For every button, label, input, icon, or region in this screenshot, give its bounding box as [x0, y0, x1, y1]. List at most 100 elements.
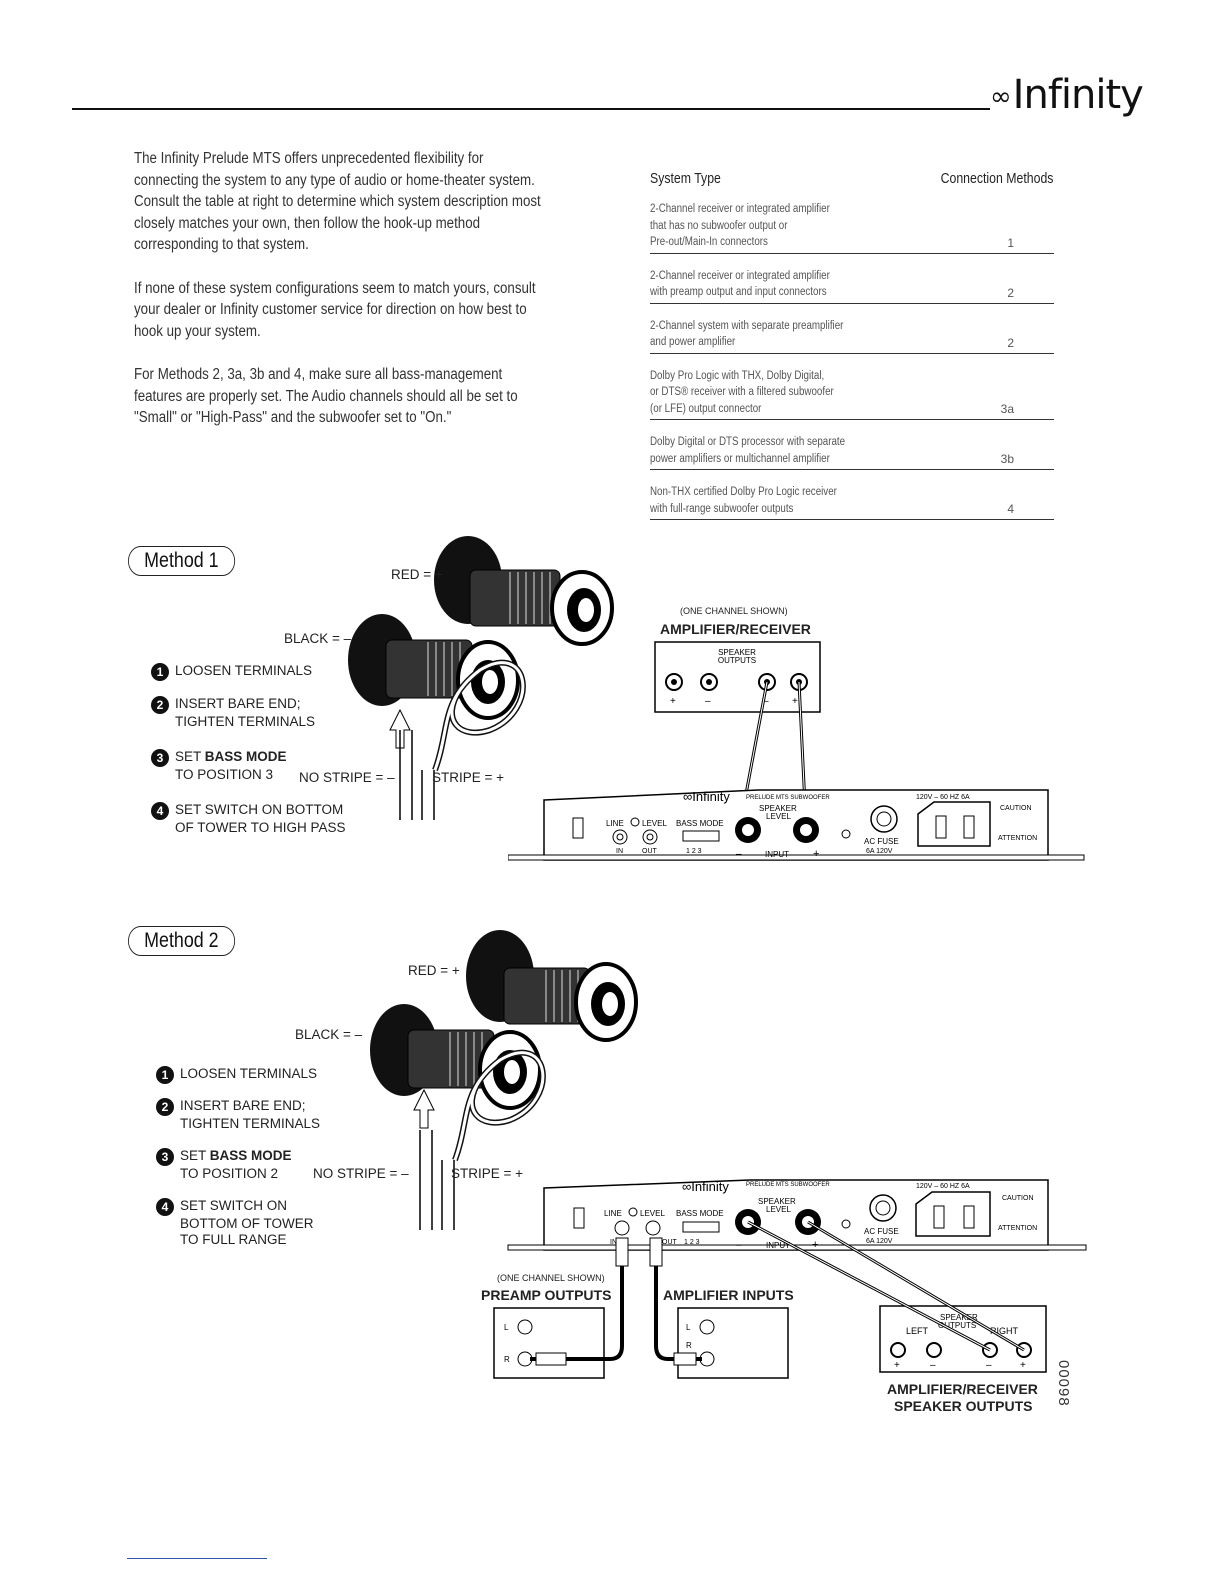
connection-method: 4	[1007, 502, 1014, 516]
intro-paragraph-1: The Infinity Prelude MTS offers unpreced…	[134, 150, 541, 253]
svg-text:+: +	[670, 696, 676, 707]
svg-text:R: R	[686, 1341, 692, 1350]
svg-text:120V – 60 HZ 6A: 120V – 60 HZ 6A	[916, 794, 970, 801]
amplifier-receiver-title: AMPLIFIER/RECEIVER	[660, 621, 811, 637]
speaker-outputs-label: SPEAKER	[718, 648, 756, 657]
step-number-3: 3	[151, 749, 169, 767]
red-plus-label: RED = +	[408, 963, 460, 978]
no-stripe-label: NO STRIPE = –	[313, 1166, 409, 1181]
svg-text:LEVEL: LEVEL	[642, 819, 667, 828]
table-header: System Type Connection Methods	[650, 170, 1053, 187]
system-description: Non-THX certified Dolby Pro Logic receiv…	[650, 486, 837, 515]
svg-text:L: L	[686, 1323, 691, 1332]
svg-text:PRELUDE MTS SUBWOOFER: PRELUDE MTS SUBWOOFER	[746, 795, 830, 801]
method-1-amp-and-sub-diagram: SPEAKER OUTPUTS +– –+ ∞Infinity PRELUDE …	[508, 641, 1085, 861]
speaker-outputs-title: SPEAKER OUTPUTS	[894, 1398, 1033, 1414]
step-text-cont: TO FULL RANGE	[180, 1232, 287, 1247]
method-1-step-1: 1 LOOSEN TERMINALS	[151, 663, 312, 681]
svg-text:–: –	[736, 849, 742, 860]
infinity-logo-icon: ∞	[990, 82, 1012, 112]
svg-text:IN: IN	[616, 848, 623, 855]
method-2-step-2: 2 INSERT BARE END; TIGHTEN TERMINALS	[156, 1098, 320, 1132]
header-rule	[72, 108, 990, 110]
svg-text:SPEAKER: SPEAKER	[940, 1313, 978, 1322]
brand-name: Infinity	[1012, 72, 1144, 118]
method-2-step-3: 3 SET BASS MODE TO POSITION 2	[156, 1148, 292, 1182]
brand-logo: ∞Infinity	[990, 72, 1144, 118]
step-text-cont: TO POSITION 2	[180, 1166, 279, 1181]
table-row: 2-Channel receiver or integrated amplifi…	[650, 197, 1054, 254]
left-label: LEFT	[906, 1326, 929, 1336]
svg-text:–: –	[763, 696, 769, 707]
step-text: SET SWITCH ON BOTTOM	[175, 802, 344, 817]
table-row: 2-Channel receiver or integrated amplifi…	[650, 264, 1054, 304]
col-system-type: System Type	[650, 170, 721, 187]
step-text: INSERT BARE END;	[180, 1098, 306, 1113]
svg-text:+: +	[792, 696, 798, 707]
connection-method: 2	[1007, 285, 1014, 300]
speaker-cable	[419, 1130, 455, 1230]
step-number-1: 1	[151, 663, 169, 681]
svg-text:120V – 60 HZ 6A: 120V – 60 HZ 6A	[916, 1183, 970, 1190]
table-rows: 2-Channel receiver or integrated amplifi…	[650, 197, 1054, 520]
connection-method: 3b	[1000, 452, 1014, 466]
svg-text:1 2 3: 1 2 3	[684, 1239, 700, 1246]
table-row: 2-Channel system with separate preamplif…	[650, 314, 1054, 354]
svg-text:INPUT: INPUT	[766, 1241, 790, 1250]
svg-text:AC FUSE: AC FUSE	[864, 1227, 899, 1236]
svg-text:+: +	[894, 1360, 900, 1371]
step-number-2: 2	[156, 1098, 174, 1116]
one-channel-note: (ONE CHANNEL SHOWN)	[497, 1273, 605, 1283]
black-terminal	[370, 1004, 542, 1110]
col-connection-methods: Connection Methods	[940, 170, 1054, 187]
svg-text:BASS MODE: BASS MODE	[676, 1209, 724, 1218]
svg-text:–: –	[986, 1360, 992, 1371]
step-text-cont: TO POSITION 3	[175, 767, 274, 782]
system-type-table: System Type Connection Methods 2-Channel…	[650, 170, 1054, 530]
svg-text:–: –	[736, 1240, 742, 1251]
svg-text:LEVEL: LEVEL	[640, 1209, 665, 1218]
step-number-3: 3	[156, 1148, 174, 1166]
svg-text:1 2 3: 1 2 3	[686, 848, 702, 855]
svg-text:CAUTION: CAUTION	[1002, 1195, 1034, 1202]
svg-text:ATTENTION: ATTENTION	[998, 835, 1037, 842]
table-row: Non-THX certified Dolby Pro Logic receiv…	[650, 480, 1054, 520]
bottom-rule	[127, 1558, 267, 1559]
intro-paragraph-3: For Methods 2, 3a, 3b and 4, make sure a…	[134, 366, 518, 426]
step-number-4: 4	[151, 802, 169, 820]
one-channel-note: (ONE CHANNEL SHOWN)	[680, 606, 788, 616]
connection-method: 3a	[1000, 402, 1014, 416]
amplifier-inputs-title: AMPLIFIER INPUTS	[663, 1287, 794, 1303]
part-number: 00098	[1055, 1360, 1072, 1407]
system-description: 2-Channel receiver or integrated amplifi…	[650, 269, 830, 299]
step-text: LOOSEN TERMINALS	[175, 663, 313, 678]
method-1-step-3: 3 SET BASS MODE TO POSITION 3	[151, 749, 287, 783]
connection-method: 2	[1007, 335, 1014, 350]
svg-text:SPEAKER: SPEAKER	[758, 1197, 796, 1206]
svg-text:R: R	[504, 1355, 510, 1364]
step-text: SET	[180, 1148, 210, 1163]
step-text-bold: BASS MODE	[209, 1148, 292, 1163]
stripe-label: STRIPE = +	[451, 1166, 524, 1181]
connection-method: 1	[1007, 235, 1014, 250]
step-text-bold: BASS MODE	[204, 749, 287, 764]
panel-brand: ∞Infinity	[683, 789, 730, 804]
svg-text:+: +	[1020, 1360, 1026, 1371]
svg-text:SPEAKER: SPEAKER	[759, 804, 797, 813]
red-terminal	[434, 536, 614, 646]
step-text-cont: TIGHTEN TERMINALS	[180, 1116, 321, 1131]
stripe-label: STRIPE = +	[432, 770, 505, 785]
svg-text:+: +	[812, 1239, 818, 1251]
svg-text:BASS MODE: BASS MODE	[676, 819, 724, 828]
step-text: SET	[175, 749, 205, 764]
svg-text:–: –	[705, 696, 711, 707]
method-1-label: Method 1	[128, 546, 235, 576]
svg-text:LINE: LINE	[606, 819, 624, 828]
svg-text:L: L	[504, 1323, 509, 1332]
red-plus-label: RED = +	[391, 567, 443, 582]
no-stripe-label: NO STRIPE = –	[299, 770, 395, 785]
red-terminal	[466, 930, 638, 1042]
